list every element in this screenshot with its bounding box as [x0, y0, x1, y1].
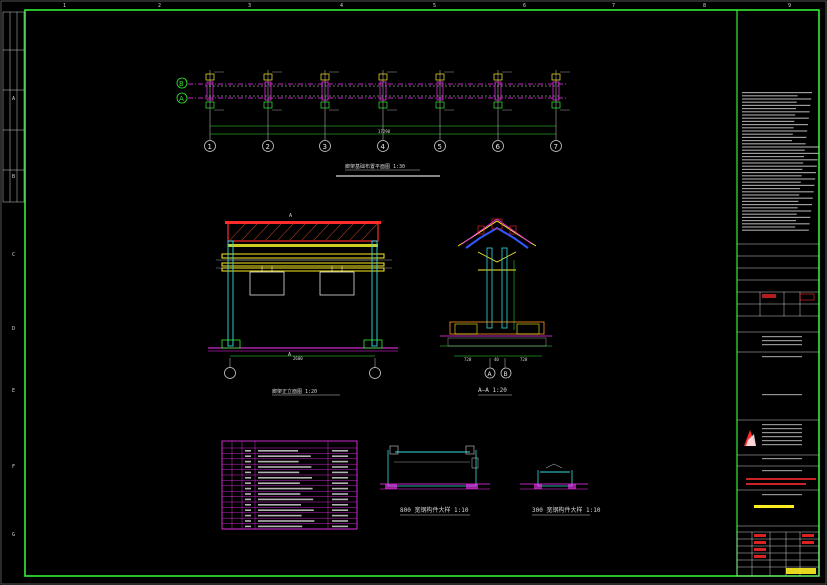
section-axis-b: B	[504, 371, 508, 378]
plan-column-6	[493, 70, 512, 140]
plan-column-7	[551, 70, 570, 140]
ruler-top-2: 2	[158, 3, 161, 9]
ruler-left-f: F	[12, 464, 15, 470]
left-ruler: A B C D E F G	[12, 96, 15, 538]
elevation-section-mark-top: A	[289, 213, 292, 219]
plan-column-4	[378, 70, 397, 140]
plan-axis-3: 3	[323, 143, 327, 151]
plan-axis-5: 5	[438, 143, 442, 151]
title-block	[736, 92, 820, 577]
plan-axis-b: B	[179, 80, 184, 88]
ruler-top-8: 8	[703, 3, 706, 9]
section-a-a: 720 40 720 A B A—A 1:20	[440, 218, 552, 396]
ruler-top-4: 4	[340, 3, 343, 9]
plan-axis-2: 2	[266, 143, 270, 151]
section-axis-a: A	[488, 371, 493, 378]
ruler-top-1: 1	[63, 3, 66, 9]
ruler-left-g: G	[12, 532, 15, 538]
svg-text:40: 40	[494, 357, 499, 362]
plan-axis-1: 1	[208, 143, 212, 151]
plan-axis-6: 6	[496, 143, 501, 151]
top-ruler: 1 2 3 4 5 6 7 8 9	[63, 3, 791, 9]
plan-column-3	[320, 70, 339, 140]
svg-text:720: 720	[464, 357, 472, 362]
ruler-top-5: 5	[433, 3, 436, 9]
plan-axis-7: 7	[554, 143, 558, 151]
revision-table	[2, 11, 25, 203]
company-logo	[742, 428, 758, 448]
plan-caption: 廊架基础布置平面图 1:30	[345, 163, 405, 170]
section-caption: A—A 1:20	[478, 387, 507, 394]
ruler-top-9: 9	[788, 3, 791, 9]
plan-axis-4: 4	[381, 143, 386, 151]
svg-text:2600: 2600	[293, 356, 303, 361]
ruler-top-6: 6	[523, 3, 526, 9]
material-table	[221, 440, 358, 530]
ruler-top-3: 3	[248, 3, 251, 9]
ruler-left-d: D	[12, 326, 15, 332]
ruler-top-7: 7	[612, 3, 615, 9]
plan-column-1	[205, 70, 224, 140]
detail-800-caption: 800 宽钢构件大样 1:10	[400, 506, 469, 514]
ruler-left-a: A	[12, 96, 15, 102]
plan-column-5	[435, 70, 454, 140]
front-elevation: 2600 A A 廊架正立面图 1:20	[208, 213, 398, 396]
detail-300: 300 宽钢构件大样 1:10	[520, 463, 601, 516]
foundation-plan: B A 17290 1 2 3 4 5 6 7 廊架基础布置平面图 1:30	[176, 70, 570, 177]
plan-axis-a: A	[179, 95, 184, 103]
plan-axis-numbers: 1 2 3 4 5 6 7	[204, 140, 562, 152]
ruler-left-e: E	[12, 388, 15, 394]
elevation-caption: 廊架正立面图 1:20	[272, 388, 317, 395]
ruler-left-b: B	[12, 174, 15, 180]
detail-800: 800 宽钢构件大样 1:10	[380, 445, 490, 516]
detail-300-caption: 300 宽钢构件大样 1:10	[532, 506, 601, 514]
svg-text:17290: 17290	[378, 129, 391, 134]
plan-column-2	[263, 70, 282, 140]
elevation-section-mark-bottom: A	[288, 352, 291, 358]
svg-text:720: 720	[520, 357, 528, 362]
ruler-left-c: C	[12, 252, 15, 258]
